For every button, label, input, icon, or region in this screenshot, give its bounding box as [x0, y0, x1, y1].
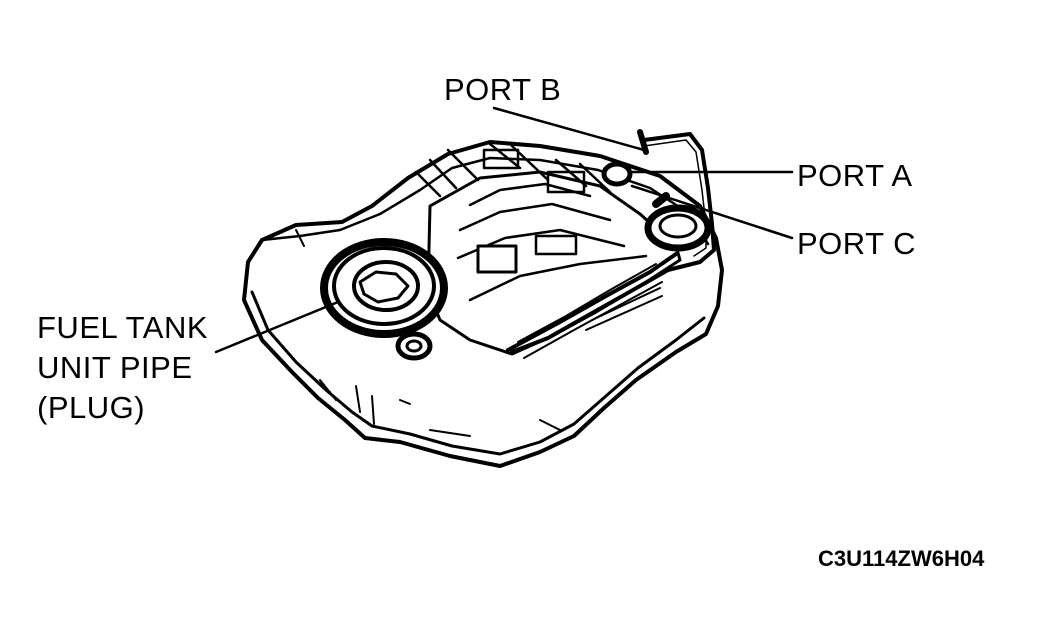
- pump-plate: [358, 270, 410, 304]
- top-ridges: [414, 142, 612, 198]
- fuel-tank-unit-pipe-label-line-2: UNIT PIPE: [37, 350, 193, 385]
- top-box-1: [482, 148, 520, 170]
- sender-ring-inner: [658, 213, 698, 239]
- port-b-label: PORT B: [444, 72, 562, 107]
- pump-ring-inner: [352, 260, 420, 312]
- pump-ring-outer: [320, 238, 448, 338]
- vent-pipe-inner: [643, 139, 707, 257]
- top-box-4: [476, 244, 518, 274]
- leader-fuel-tank-unit-pipe: [214, 300, 340, 354]
- leader-port-c: [630, 184, 794, 240]
- pump-ring-mid: [332, 246, 436, 326]
- port-a-label: PORT A: [797, 158, 913, 193]
- port-b-fitting: [637, 129, 649, 155]
- top-box-2: [546, 170, 586, 194]
- leader-port-b: [492, 106, 646, 152]
- fuel-tank-unit-pipe-label-line-1: FUEL TANK: [37, 310, 209, 345]
- figure-code: C3U114ZW6H04: [818, 546, 985, 571]
- fitting-small: [395, 331, 433, 361]
- tank-outline: [242, 140, 724, 468]
- fitting-small-inner: [405, 339, 423, 353]
- top-panel-ribs: [456, 182, 648, 302]
- port-a-cap: [601, 161, 633, 187]
- fuel-tank-unit-pipe-label-line-3: (PLUG): [37, 390, 146, 425]
- port-c-label: PORT C: [797, 226, 916, 261]
- vent-pipe: [510, 132, 716, 354]
- rib-band: [506, 252, 678, 352]
- side-detail: [295, 229, 663, 437]
- tank-flange: [260, 156, 710, 246]
- top-box-3: [534, 234, 578, 256]
